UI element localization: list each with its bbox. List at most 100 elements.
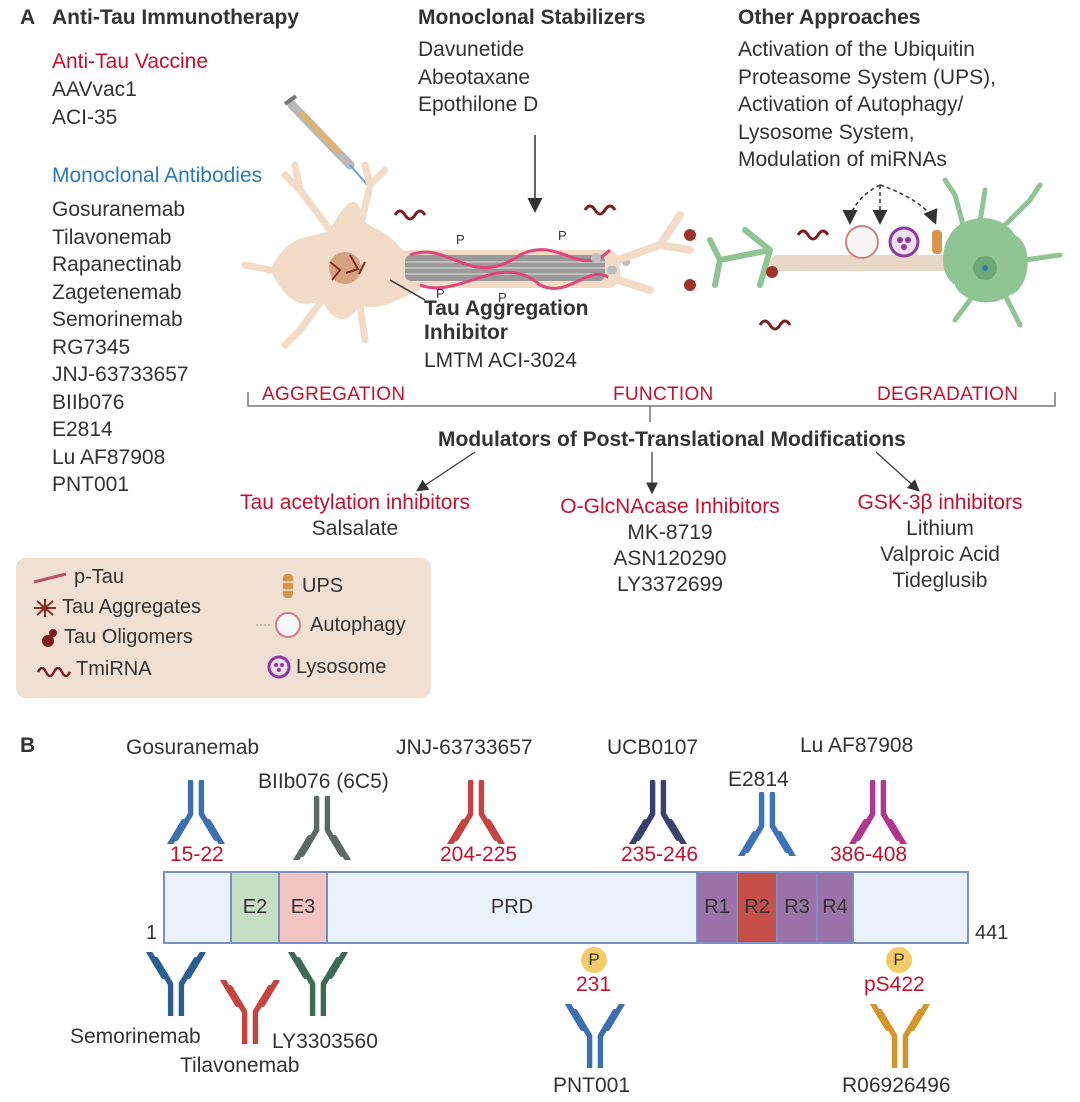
tmirna-icon <box>36 666 72 677</box>
legend-tmirna: TmiRNA <box>36 658 152 681</box>
legend-lysosome-label: Lysosome <box>296 655 387 678</box>
ptm-group-item: Valproic Acid <box>880 543 1000 566</box>
aggregation-inhibitor-title: Tau Aggregation Inhibitor <box>424 297 589 345</box>
left-neuron-icon <box>241 161 420 349</box>
mab-item: RG7345 <box>52 335 131 359</box>
epitope-r06926496: pS422 <box>864 973 925 996</box>
antibody-icon <box>144 952 208 1016</box>
antibody-label-ly3303560: LY3303560 <box>272 1030 378 1053</box>
mab-item: Rapanectinab <box>52 253 182 276</box>
tau-oligomers-icon <box>42 628 57 647</box>
domain-r2: R2 <box>736 873 778 942</box>
ptm-group-title: GSK-3β inhibitors <box>857 491 1023 514</box>
legend-lysosome: Lysosome <box>266 654 386 680</box>
aggregation-inhibitor-drug: LMTM ACI-3024 <box>424 349 577 372</box>
mab-item: PNT001 <box>52 473 130 496</box>
phospho-marker: P <box>558 228 567 243</box>
ptau-icon <box>33 572 67 583</box>
legend-aggregates: Tau Aggregates <box>32 596 201 619</box>
antibody-icon <box>286 952 350 1016</box>
domain-r1: R1 <box>696 873 738 942</box>
mab-item: Lu AF87908 <box>52 445 166 469</box>
domain-r3: R3 <box>776 873 818 942</box>
other-approaches-list: Activation of the Ubiquitin Proteasome S… <box>738 36 996 174</box>
stabilizers-list: Davunetide Abeotaxane Epothilone D <box>418 36 538 119</box>
axon-icon <box>400 248 630 290</box>
panel-b-letter: B <box>20 734 36 757</box>
phospho-site-s422: P <box>886 947 912 973</box>
vaccine-item: ACI-35 <box>52 105 118 129</box>
antibody-label-e2814: E2814 <box>728 768 789 791</box>
legend-autophagy-label: Autophagy <box>310 613 406 636</box>
ptm-group-item: LY3372699 <box>617 573 723 596</box>
ptm-group-item: ASN120290 <box>613 547 727 570</box>
legend-autophagy: Autophagy <box>254 610 406 640</box>
legend-ups-label: UPS <box>302 574 344 597</box>
antibody-label-gosuranemab: Gosuranemab <box>126 736 260 759</box>
ptm-group-gsk3b: GSK-3β inhibitors Lithium Valproic Acid … <box>820 490 1060 594</box>
epitope-pnt001: 231 <box>576 973 612 996</box>
stabilizer-item: Davunetide <box>418 38 525 61</box>
legend-ptau-label: p-Tau <box>74 566 125 588</box>
category-aggregation: AGGREGATION <box>262 384 406 405</box>
antibody-label-luaf87908: Lu AF87908 <box>800 734 914 757</box>
sequence-start: 1 <box>146 922 158 944</box>
sequence-end: 441 <box>975 922 1009 944</box>
ptm-group-title: Tau acetylation inhibitors <box>240 491 470 514</box>
antibody-label-tilavonemab: Tilavonemab <box>180 1054 300 1077</box>
antibody-label-pnt001: PNT001 <box>553 1074 631 1097</box>
legend-oligomers-label: Tau Oligomers <box>64 626 193 648</box>
ptm-title: Modulators of Post-Translational Modific… <box>438 428 906 451</box>
antibody-icon <box>868 1004 932 1068</box>
other-line: Activation of Autophagy/ <box>738 93 964 116</box>
stabilizer-item: Abeotaxane <box>418 65 531 89</box>
legend-tmirna-label: TmiRNA <box>76 658 152 680</box>
antibody-icon <box>444 780 508 844</box>
ptm-group-title: O-GlcNAcase Inhibitors <box>560 495 780 518</box>
other-line: Modulation of miRNAs <box>738 148 947 171</box>
tau-protein-bar: E2 E3 PRD R1 R2 R3 R4 <box>163 871 969 944</box>
legend-box: p-Tau Tau Aggregates Tau Oligomers TmiRN… <box>16 558 431 698</box>
epitope-luaf87908: 386-408 <box>830 843 908 866</box>
antibody-label-ucb0107: UCB0107 <box>607 736 699 759</box>
vaccine-title: Anti-Tau Vaccine <box>52 50 209 73</box>
stabilizer-item: Epothilone D <box>418 93 539 116</box>
epitope-jnj: 204-225 <box>440 843 518 866</box>
ptm-group-item: Salsalate <box>311 517 399 540</box>
vaccine-item: AAVvac1 <box>52 78 137 101</box>
mab-item: Tilavonemab <box>52 225 172 249</box>
aggregation-inhibitor-line2: Inhibitor <box>424 321 508 344</box>
vaccine-list: AAVvac1 ACI-35 <box>52 76 137 131</box>
category-function: FUNCTION <box>613 384 714 405</box>
phospho-site-231: P <box>581 947 607 973</box>
domain-prd: PRD <box>326 873 698 942</box>
antibody-label-jnj: JNJ-63733657 <box>396 736 533 759</box>
other-line: Proteasome System (UPS), <box>738 65 996 89</box>
immunotherapy-title: Anti-Tau Immunotherapy <box>52 6 299 29</box>
other-line: Activation of the Ubiquitin <box>738 38 975 61</box>
ptm-group-item: Tideglusib <box>892 569 988 592</box>
ptm-group-item: MK-8719 <box>627 521 713 544</box>
antibody-icon <box>563 1004 627 1068</box>
legend-ptau: p-Tau <box>32 566 124 589</box>
phospho-marker: P <box>436 286 445 301</box>
other-approaches-title: Other Approaches <box>738 6 921 29</box>
other-line: Lysosome System, <box>738 120 915 144</box>
domain-e2: E2 <box>230 873 280 942</box>
phospho-marker: P <box>456 232 465 247</box>
mab-item: Semorinemab <box>52 308 183 331</box>
epitope-ucb0107: 235-246 <box>621 843 699 866</box>
domain-e3: E3 <box>278 873 328 942</box>
mab-item: JNJ-63733657 <box>52 363 189 386</box>
antibody-icon <box>164 780 228 844</box>
ptm-group-acetylation: Tau acetylation inhibitors Salsalate <box>195 490 515 542</box>
stabilizers-title: Monoclonal Stabilizers <box>418 6 646 29</box>
epitope-gosuranemab: 15-22 <box>170 843 224 866</box>
antibody-label-semorinemab: Semorinemab <box>70 1025 201 1048</box>
ptm-group-oglcnacase: O-GlcNAcase Inhibitors MK-8719 ASN120290… <box>520 494 820 598</box>
autophagy-icon <box>256 612 301 638</box>
mab-item: BIIb076 <box>52 390 125 414</box>
right-neuron-icon <box>707 177 1063 328</box>
legend-ups: UPS <box>278 572 343 600</box>
antibody-icon <box>846 780 910 844</box>
